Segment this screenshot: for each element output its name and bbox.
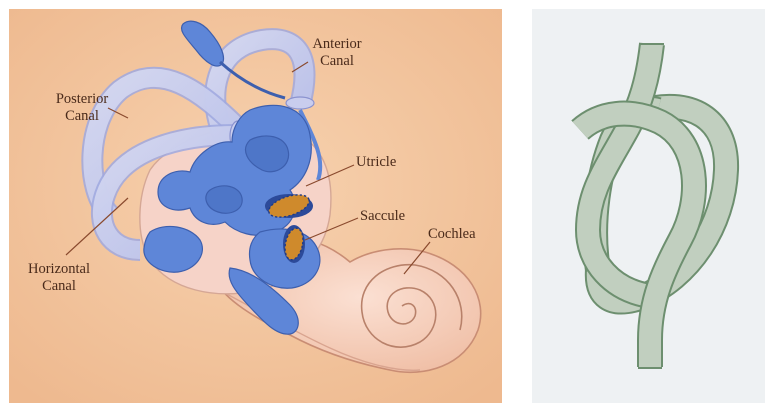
label-horizontal-canal-1: Horizontal bbox=[28, 261, 90, 277]
label-cochlea: Cochlea bbox=[428, 226, 476, 242]
label-anterior-canal-2: Canal bbox=[320, 53, 354, 69]
label-utricle: Utricle bbox=[356, 154, 396, 170]
knot-panel bbox=[532, 9, 765, 403]
label-anterior-canal-1: Anterior bbox=[312, 36, 361, 52]
label-posterior-canal-1: Posterior bbox=[56, 91, 109, 107]
label-saccule: Saccule bbox=[360, 208, 405, 224]
label-horizontal-canal-2: Canal bbox=[42, 278, 76, 294]
inner-ear-panel: Anterior Canal Posterior Canal Utricle S… bbox=[9, 9, 502, 403]
label-posterior-canal-2: Canal bbox=[65, 108, 99, 124]
